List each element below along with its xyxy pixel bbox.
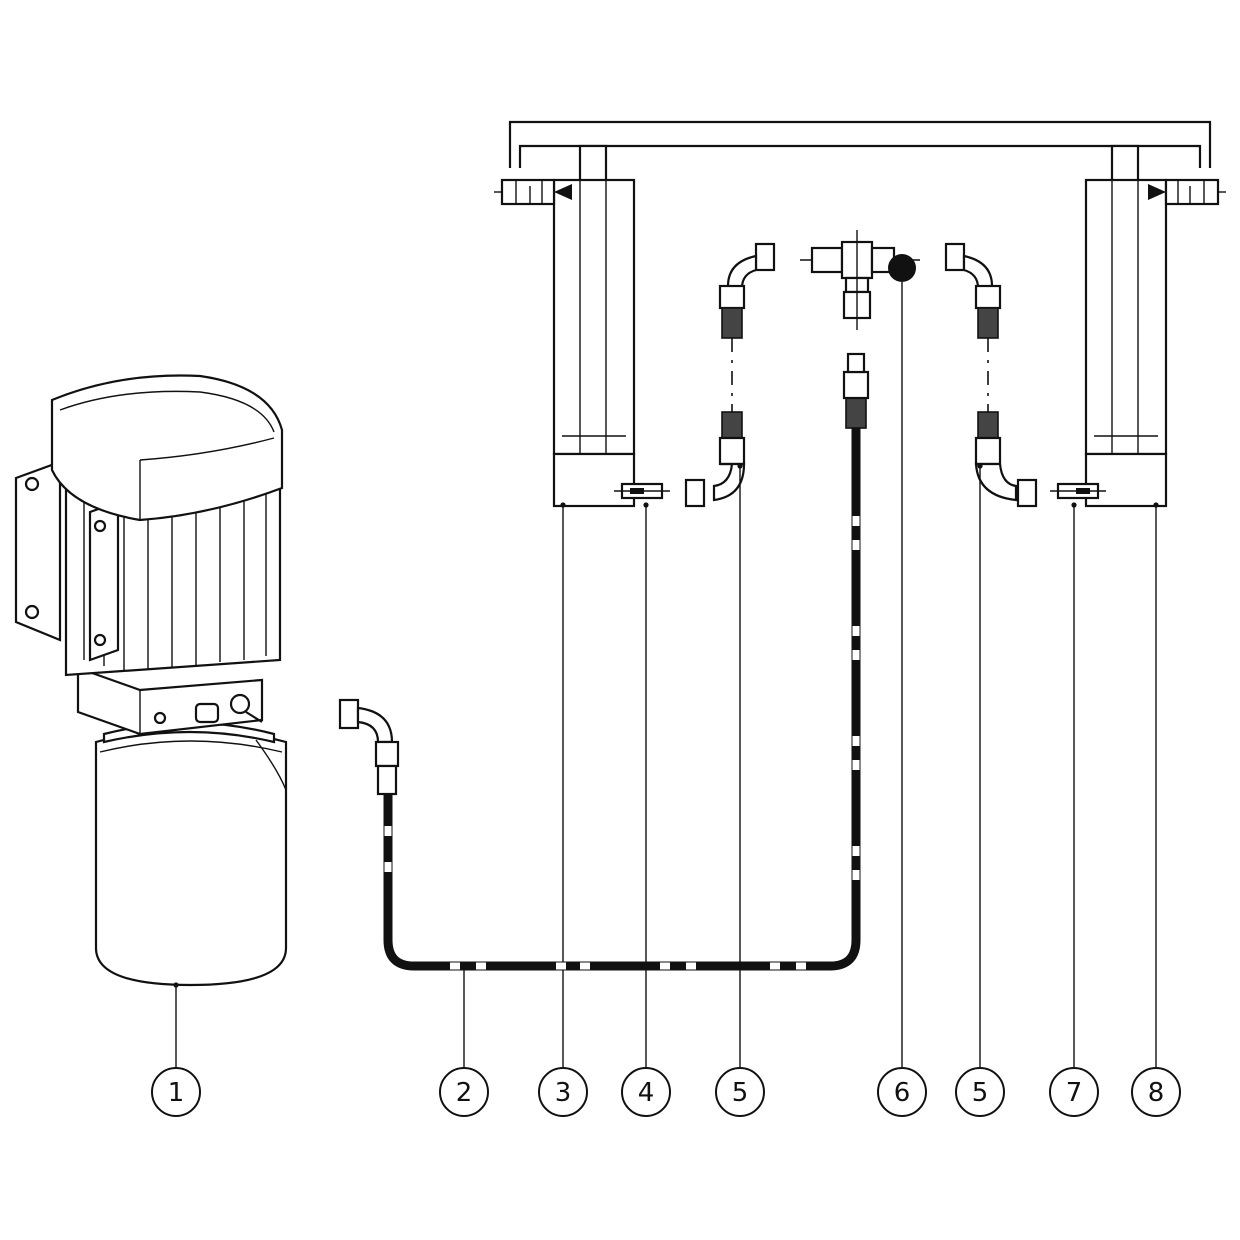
left-stop-symbol (494, 178, 572, 206)
callout-circle (151, 1067, 201, 1117)
right-hose-assembly (944, 242, 1038, 1068)
right-stop-symbol (1148, 178, 1226, 206)
callout-number: 6 (894, 1078, 911, 1108)
callout-5a: 5 (715, 1067, 765, 1117)
callout-7: 7 (1049, 1067, 1099, 1117)
left-hose-assembly (684, 242, 776, 1068)
callout-balloons: 1 2 3 4 5 6 5 7 8 (151, 1067, 1181, 1117)
tee-fitting (800, 230, 920, 1068)
callout-1: 1 (151, 1067, 201, 1117)
callout-number: 3 (555, 1078, 572, 1108)
callout-3: 3 (538, 1067, 588, 1117)
callout-4: 4 (621, 1067, 671, 1117)
callout-circle (621, 1067, 671, 1117)
callout-circle (1049, 1067, 1099, 1117)
main-hydraulic-hose (338, 352, 870, 1068)
right-cylinder (1084, 144, 1168, 1068)
callout-circle (955, 1067, 1005, 1117)
callout-number: 7 (1066, 1078, 1083, 1108)
left-flow-valve (614, 482, 670, 1068)
callout-circle (538, 1067, 588, 1117)
callout-5b: 5 (955, 1067, 1005, 1117)
left-cylinder (552, 144, 636, 1068)
power-unit (14, 374, 288, 1068)
callout-circle (877, 1067, 927, 1117)
callout-6: 6 (877, 1067, 927, 1117)
callout-number: 4 (638, 1078, 655, 1108)
callout-number: 2 (456, 1078, 473, 1108)
callout-8: 8 (1131, 1067, 1181, 1117)
lift-frame (508, 120, 1212, 168)
callout-number: 1 (168, 1078, 185, 1108)
callout-number: 8 (1148, 1078, 1165, 1108)
right-flow-valve (1050, 482, 1106, 1068)
callout-number: 5 (972, 1078, 989, 1108)
callout-circle (1131, 1067, 1181, 1117)
callout-number: 5 (732, 1078, 749, 1108)
callout-circle (715, 1067, 765, 1117)
callout-2: 2 (439, 1067, 489, 1117)
callout-circle (439, 1067, 489, 1117)
